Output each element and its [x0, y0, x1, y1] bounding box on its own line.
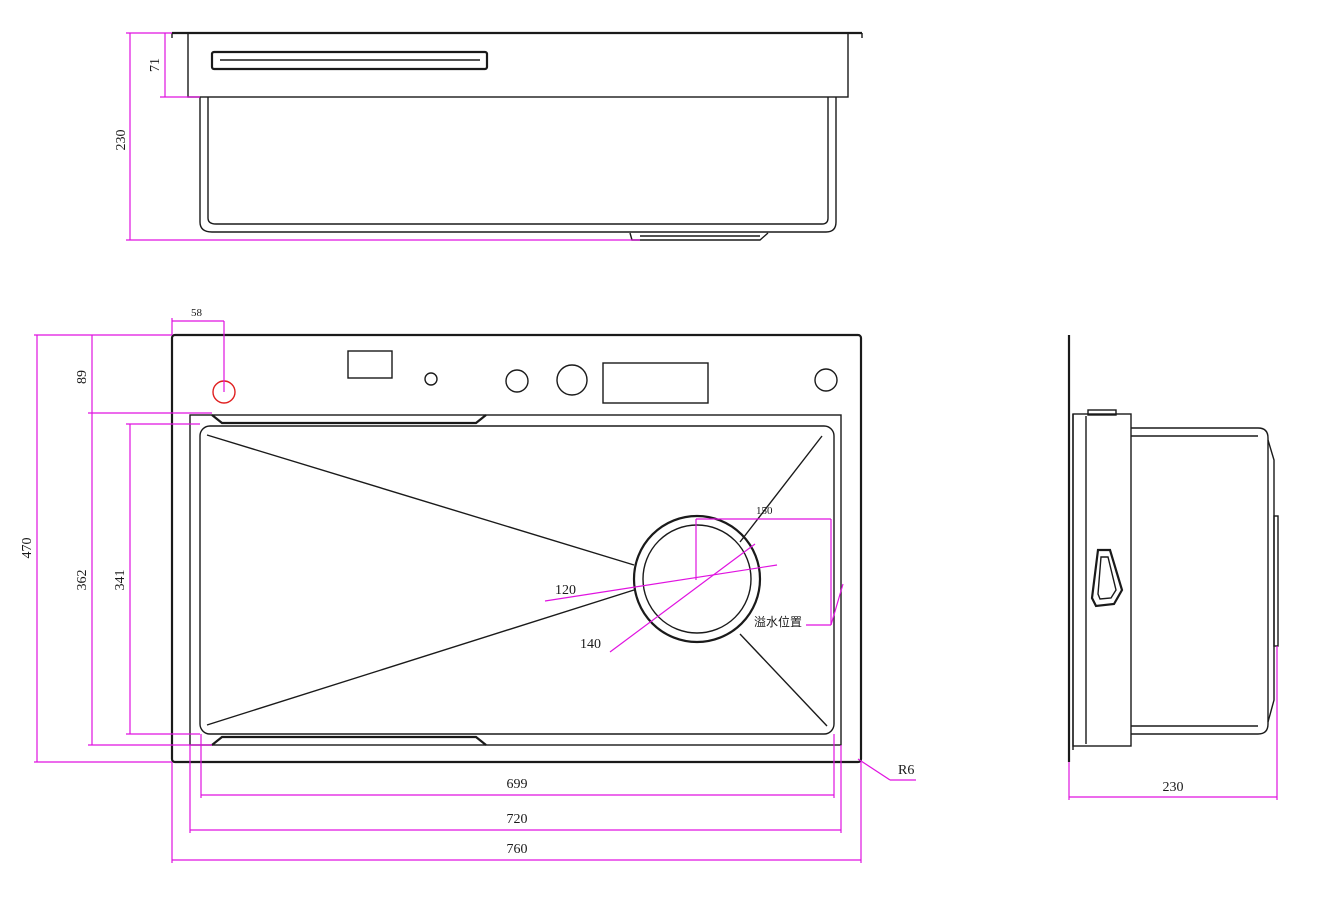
dim-label-140: 140 — [580, 637, 601, 652]
front-flange — [187, 32, 849, 98]
drain-knob-hole — [556, 364, 588, 396]
dim-label-230-side: 230 — [1163, 780, 1184, 795]
dim-line-140 — [609, 543, 756, 653]
slope-line-right-top — [739, 435, 823, 543]
accessory-rail-top — [211, 414, 487, 425]
dim-label-341: 341 — [113, 570, 128, 591]
dim-label-362: 362 — [75, 570, 90, 591]
front-elevation-view: 230 71 — [114, 31, 863, 241]
bowl-body — [199, 97, 837, 233]
dim-label-120: 120 — [555, 583, 576, 598]
plan-view: 120 140 150 溢水位置 58 470 89 362 341 699 — [20, 307, 916, 863]
control-panel-slot — [210, 50, 489, 71]
dim-label-699: 699 — [507, 777, 528, 792]
drain-outer-ring — [632, 514, 762, 644]
dim-label-r6: R6 — [898, 763, 914, 778]
small-hole — [424, 372, 438, 386]
right-hole — [814, 368, 838, 392]
dim-label-760: 760 — [507, 842, 528, 857]
slope-line-right-bottom — [739, 633, 828, 727]
slope-line-upper — [206, 434, 635, 566]
side-flange-block — [1072, 413, 1132, 747]
slope-line-lower — [206, 589, 635, 726]
overflow-triangle-icon — [1090, 548, 1124, 608]
overflow-position-label: 溢水位置 — [754, 614, 802, 629]
side-drain-outlet — [1273, 515, 1279, 647]
bowl-floor — [199, 425, 835, 735]
bowl-rim — [189, 414, 842, 746]
side-bowl — [1131, 427, 1269, 735]
accessory-rail-bottom — [211, 735, 487, 746]
button-hole — [505, 369, 529, 393]
display-panel-cutout — [602, 362, 709, 404]
dim-line-120 — [544, 564, 778, 602]
drain-outlet — [629, 232, 769, 241]
dim-label-89: 89 — [75, 370, 90, 384]
dim-label-470: 470 — [20, 538, 35, 559]
dim-label-58: 58 — [191, 307, 203, 319]
dim-label-71: 71 — [148, 58, 163, 72]
deck-outline — [170, 333, 863, 764]
dim-label-150: 150 — [756, 505, 773, 517]
dim-label-230-top: 230 — [114, 130, 129, 151]
side-knob — [1087, 409, 1117, 416]
side-elevation-view: 230 — [1067, 335, 1279, 800]
dim-label-720: 720 — [507, 812, 528, 827]
soap-dispenser-cutout — [347, 350, 393, 379]
drain-inner-ring — [642, 524, 752, 634]
